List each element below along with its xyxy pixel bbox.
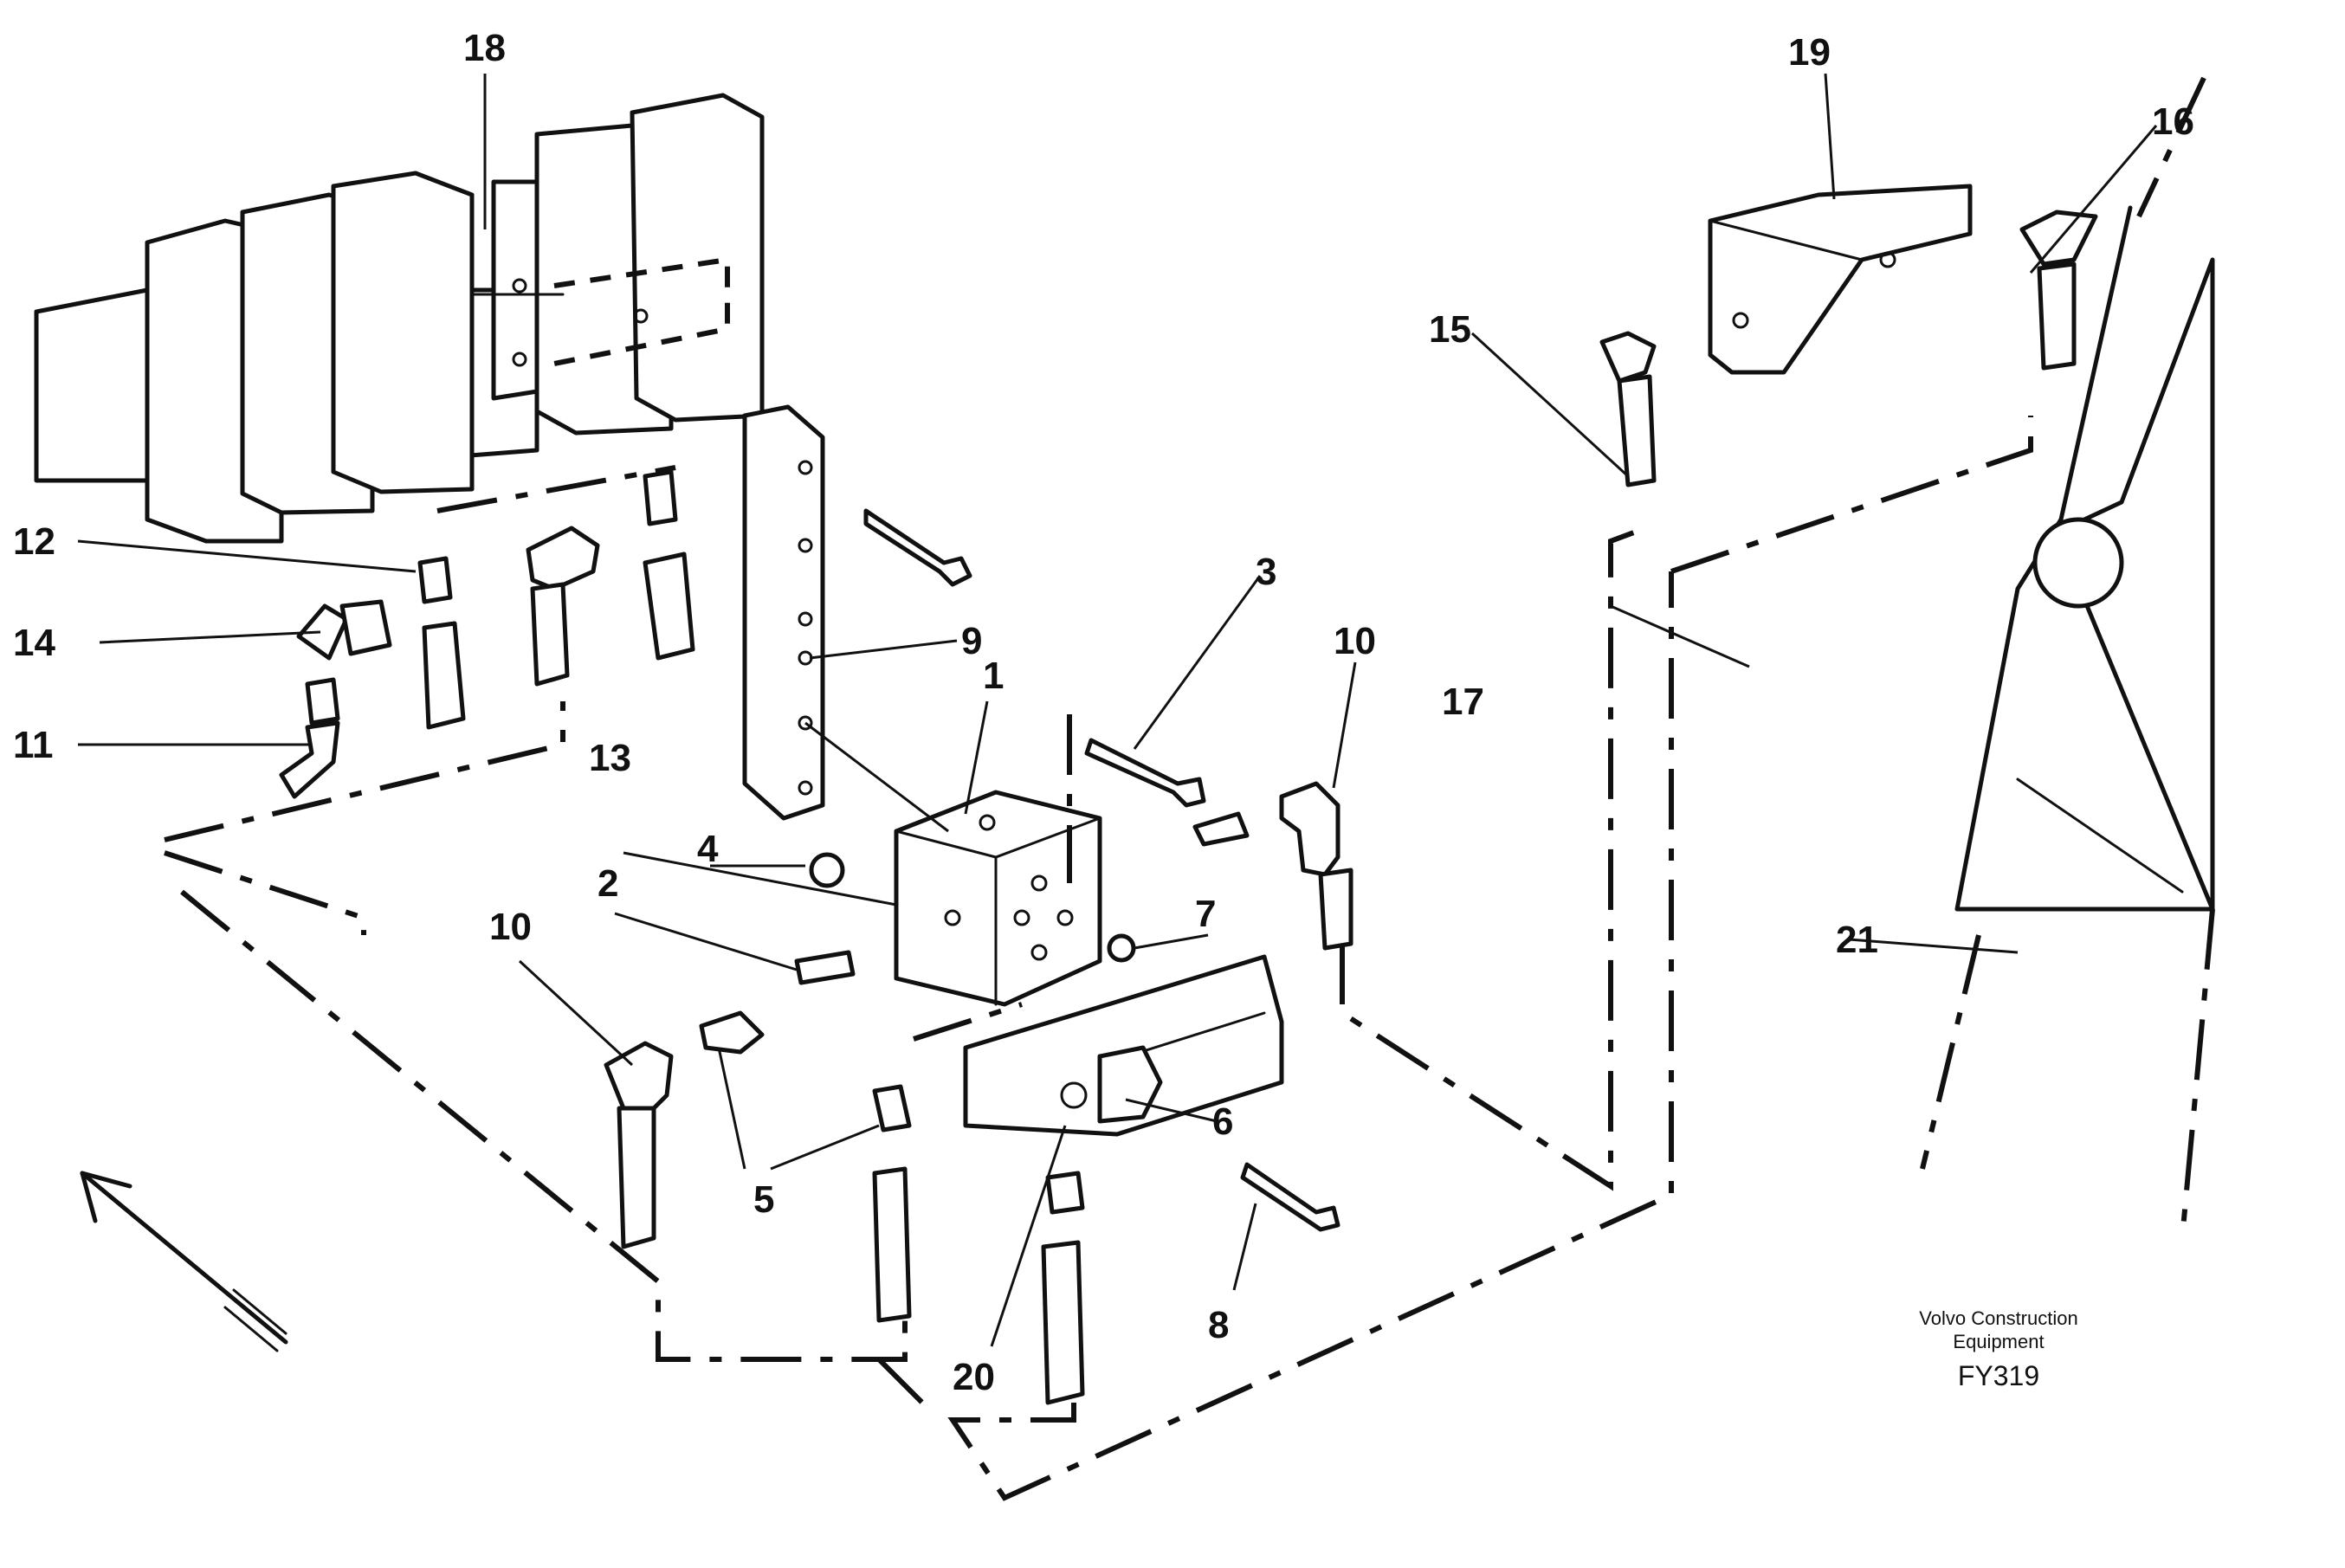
fitting-group: [279, 210, 2098, 1405]
callout-14: 14: [13, 622, 55, 664]
boom-structure: [1920, 76, 2215, 1239]
callout-11: 11: [13, 724, 54, 766]
callout-10-right: 10: [1334, 620, 1376, 662]
main-valve-block: [894, 790, 1102, 1007]
bolt-8: [1240, 1162, 1340, 1232]
caption-code: FY319: [1958, 1360, 2039, 1391]
valve-bank: [34, 93, 765, 544]
callout-16: 16: [2152, 100, 2194, 143]
callout-6: 6: [1212, 1100, 1233, 1143]
callout-18: 18: [463, 27, 506, 69]
callout-19: 19: [1788, 31, 1831, 74]
solenoid-valve: [963, 954, 1284, 1137]
callout-8: 8: [1208, 1304, 1229, 1346]
callout-15: 15: [1429, 308, 1471, 351]
callout-20: 20: [953, 1356, 995, 1398]
callout-7: 7: [1195, 893, 1216, 935]
accumulator-block: [1708, 184, 1973, 375]
callout-10-left: 10: [489, 906, 532, 948]
callout-13: 13: [589, 737, 631, 779]
callout-labels: 1 2 3 4 5 6 7 8 9 10 10 11 12 13 14 15 1…: [13, 27, 2194, 1398]
callout-9: 9: [961, 620, 982, 662]
callout-2: 2: [598, 862, 618, 905]
bolt-3: [1084, 738, 1206, 808]
direction-arrow: [80, 1171, 288, 1352]
caption: Volvo Construction Equipment FY319: [1919, 1307, 2077, 1391]
hydraulic-lines: [164, 416, 2033, 1501]
caption-line-2: Equipment: [1953, 1331, 2044, 1352]
manifold-bar: [742, 404, 972, 821]
callout-17: 17: [1442, 681, 1484, 723]
callout-4: 4: [697, 828, 719, 870]
callout-5: 5: [753, 1178, 774, 1221]
leader-lines: [77, 73, 2158, 1347]
callout-1: 1: [983, 655, 1004, 697]
callout-12: 12: [13, 520, 55, 563]
callout-3: 3: [1256, 551, 1276, 593]
caption-line-1: Volvo Construction: [1919, 1307, 2077, 1329]
callout-21: 21: [1836, 919, 1878, 961]
